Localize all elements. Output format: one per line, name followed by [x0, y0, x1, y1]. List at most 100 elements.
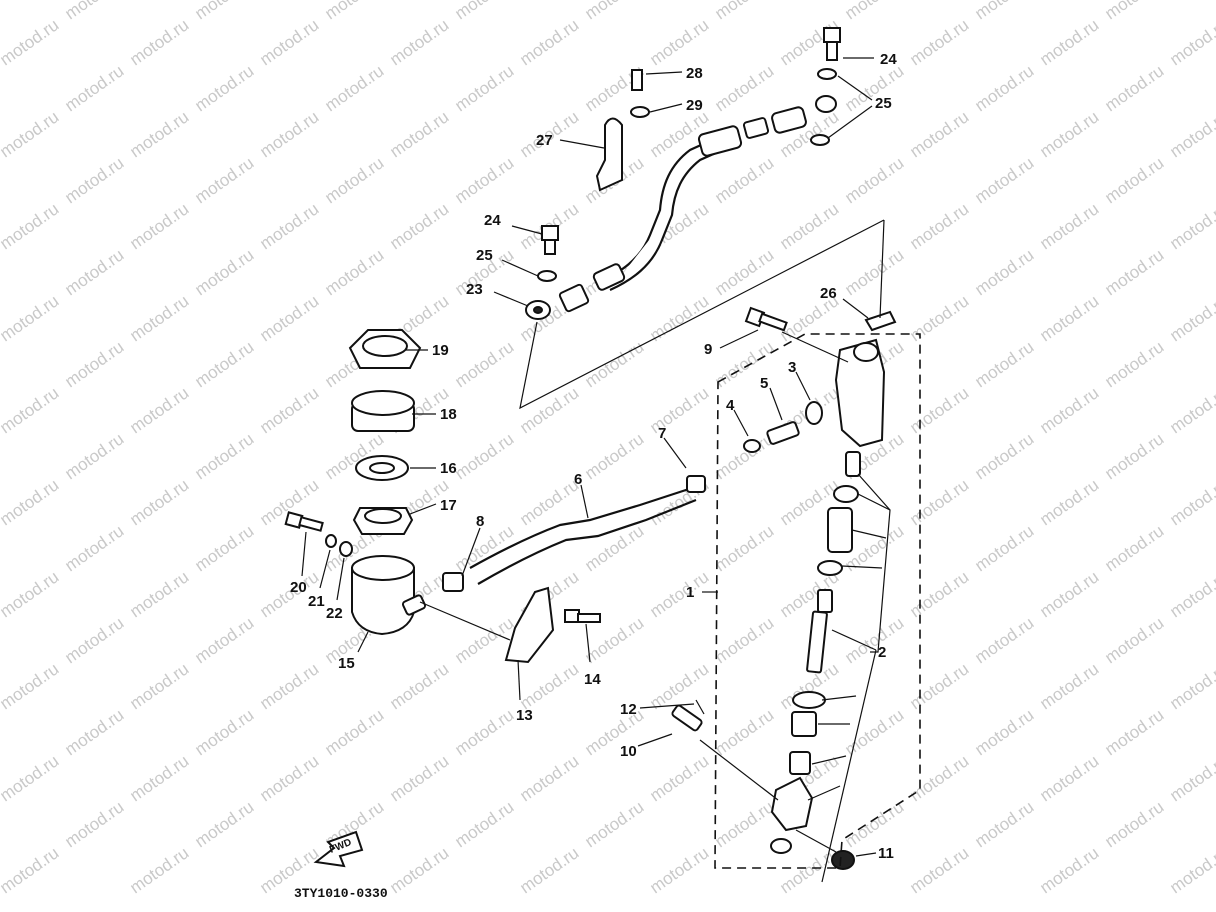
- part-label-3: 3: [788, 359, 796, 376]
- watermark-text: motod.ru: [451, 61, 517, 115]
- cylinder-kit-2: [770, 451, 861, 854]
- cotter-pin-12: [695, 699, 705, 715]
- watermark-text: motod.ru: [61, 61, 127, 115]
- collar-21: [325, 534, 337, 548]
- watermark-text: motod.ru: [191, 705, 257, 759]
- watermark-text: motod.ru: [0, 383, 62, 437]
- part-label-9: 9: [704, 341, 712, 358]
- watermark-text: motod.ru: [1166, 843, 1216, 897]
- watermark-text: motod.ru: [61, 613, 127, 667]
- washer-22: [339, 541, 353, 557]
- watermark-text: motod.ru: [321, 245, 387, 299]
- watermark-text: motod.ru: [1101, 429, 1167, 483]
- part-label-18: 18: [440, 406, 457, 423]
- watermark-text: motod.ru: [0, 475, 62, 529]
- watermark-text: motod.ru: [971, 153, 1037, 207]
- watermark-text: motod.ru: [581, 521, 647, 575]
- watermark-text: motod.ru: [906, 751, 972, 805]
- watermark-text: motod.ru: [1101, 705, 1167, 759]
- part-label-1: 1: [686, 584, 694, 601]
- watermark-text: motod.ru: [581, 797, 647, 851]
- part-label-28: 28: [686, 65, 703, 82]
- bolt-20: [284, 511, 324, 532]
- watermark-text: motod.ru: [191, 521, 257, 575]
- watermark-text: motod.ru: [451, 797, 517, 851]
- union-bolt-left: [541, 225, 559, 255]
- watermark-text: motod.ru: [191, 797, 257, 851]
- watermark-text: motod.ru: [1036, 567, 1102, 621]
- watermark-text: motod.ru: [711, 245, 777, 299]
- watermark-text: motod.ru: [0, 567, 62, 621]
- watermark-text: motod.ru: [61, 245, 127, 299]
- watermark-text: motod.ru: [1101, 61, 1167, 115]
- watermark-text: motod.ru: [126, 15, 192, 69]
- watermark-text: motod.ru: [191, 61, 257, 115]
- reservoir-cap-cover-19: [348, 329, 422, 369]
- part-label-26: 26: [820, 285, 837, 302]
- watermark-text: motod.ru: [1101, 0, 1167, 23]
- watermark-text: motod.ru: [126, 291, 192, 345]
- union-bolt-upper-right: [823, 27, 841, 61]
- circlip-4: [743, 439, 761, 453]
- watermark-text: motod.ru: [841, 153, 907, 207]
- part-label-29: 29: [686, 97, 703, 114]
- fwd-arrow-icon: FWD: [313, 830, 364, 868]
- watermark-text: motod.ru: [971, 613, 1037, 667]
- watermark-text: motod.ru: [971, 61, 1037, 115]
- part-label-14: 14: [584, 671, 601, 688]
- nut-11: [831, 850, 855, 870]
- watermark-text: motod.ru: [1166, 659, 1216, 713]
- watermark-text: motod.ru: [1036, 291, 1102, 345]
- part-label-15: 15: [338, 655, 355, 672]
- watermark-text: motod.ru: [386, 843, 452, 897]
- watermark-text: motod.ru: [971, 797, 1037, 851]
- watermark-text: motod.ru: [0, 291, 62, 345]
- watermark-text: motod.ru: [971, 429, 1037, 483]
- watermark-text: motod.ru: [191, 337, 257, 391]
- watermark-text: motod.ru: [191, 245, 257, 299]
- watermark-text: motod.ru: [646, 843, 712, 897]
- watermark-text: motod.ru: [516, 751, 582, 805]
- watermark-text: motod.ru: [646, 383, 712, 437]
- watermark-text: motod.ru: [1036, 843, 1102, 897]
- watermark-text: motod.ru: [0, 751, 62, 805]
- watermark-text: motod.ru: [711, 705, 777, 759]
- part-label-20: 20: [290, 579, 307, 596]
- watermark-text: motod.ru: [256, 15, 322, 69]
- watermark-text: motod.ru: [256, 751, 322, 805]
- watermark-text: motod.ru: [581, 429, 647, 483]
- watermark-text: motod.ru: [711, 0, 777, 23]
- part-labels: 24 25 28 29 27 24 25 23 26 9 3 5 4 7 6 8…: [290, 51, 897, 862]
- watermark-text: motod.ru: [906, 475, 972, 529]
- watermark-text: motod.ru: [1166, 15, 1216, 69]
- copper-washer: [810, 134, 830, 146]
- watermark-text: motod.ru: [1036, 475, 1102, 529]
- part-label-11: 11: [878, 845, 894, 862]
- part-label-21: 21: [308, 593, 325, 610]
- watermark-text: motod.ru: [0, 659, 62, 713]
- watermark-text: motod.ru: [126, 199, 192, 253]
- watermark-text: motod.ru: [1036, 659, 1102, 713]
- hose-joint-5: [766, 421, 800, 445]
- watermark-text: motod.ru: [191, 0, 257, 23]
- watermark-text: motod.ru: [451, 153, 517, 207]
- hose-guide-26: [864, 310, 897, 332]
- part-label-22: 22: [326, 605, 343, 622]
- part-label-7: 7: [658, 425, 666, 442]
- watermark-text: motod.ru: [386, 15, 452, 69]
- watermark-text: motod.ru: [711, 61, 777, 115]
- watermark-text: motod.ru: [1166, 291, 1216, 345]
- watermark-text: motod.ru: [61, 0, 127, 23]
- washer-29: [630, 106, 650, 118]
- part-label-24-left: 24: [484, 212, 501, 229]
- watermark-text: motod.ru: [646, 751, 712, 805]
- watermark-text: motod.ru: [451, 429, 517, 483]
- watermark-text: motod.ru: [971, 521, 1037, 575]
- o-ring-3: [805, 401, 823, 425]
- watermark-text: motod.ru: [906, 291, 972, 345]
- watermark-text: motod.ru: [1036, 15, 1102, 69]
- watermark-text: motod.ru: [1166, 567, 1216, 621]
- watermark-text: motod.ru: [1101, 337, 1167, 391]
- watermark-text: motod.ru: [256, 107, 322, 161]
